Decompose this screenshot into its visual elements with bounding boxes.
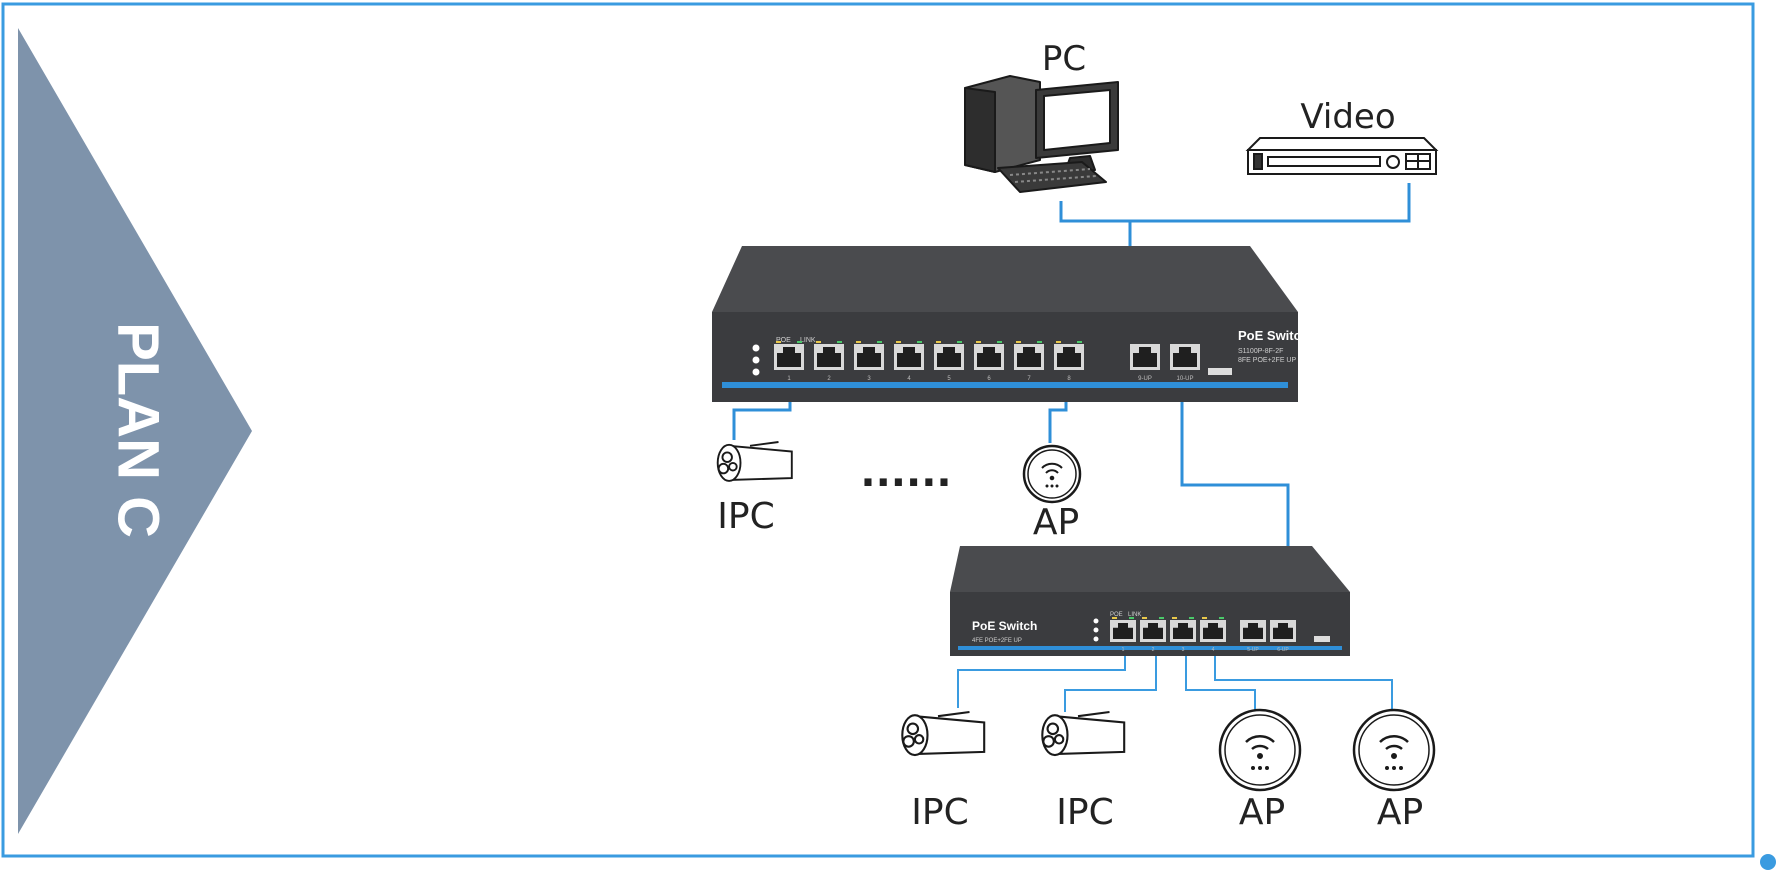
port-label: 7: [1027, 376, 1031, 382]
uplink-port: 9-UP: [1130, 344, 1160, 382]
video-recorder-icon: [1245, 137, 1439, 175]
main-switch-top: [712, 246, 1298, 312]
ip-camera-icon: [1041, 710, 1126, 757]
top-ipc-node: IPC: [716, 441, 793, 537]
connection-lines-thin: [957, 650, 1393, 712]
wifi-access-point-icon: [1218, 708, 1302, 792]
video-node: Video: [1245, 97, 1439, 175]
port-label: 10-UP: [1176, 376, 1193, 382]
poe-port: 5: [934, 341, 964, 382]
port-label: 5-UP: [1247, 647, 1259, 653]
port-label: 6: [987, 376, 991, 382]
sub-switch-header-poe: POE: [1110, 612, 1123, 618]
link-sub-p4: [1214, 650, 1393, 712]
link-sub-p3: [1185, 650, 1256, 712]
pc-label: PC: [1042, 39, 1086, 79]
port-label: 3: [867, 376, 871, 382]
poe-port: 6: [974, 341, 1004, 382]
sub-switch-name: PoE Switch: [972, 619, 1037, 633]
main-switch-name: PoE Switch: [1238, 328, 1309, 343]
uplink-port: 10-UP: [1170, 344, 1200, 382]
top-ipc-label: IPC: [717, 496, 774, 537]
bottom-ap-2-label: AP: [1377, 792, 1423, 833]
port-label: 2: [1152, 647, 1155, 653]
port-label: 8: [1067, 376, 1071, 382]
bottom-ap-1-node: AP: [1218, 708, 1302, 833]
port-label: 6-UP: [1277, 647, 1289, 653]
sub-poe-switch: PoE Switch 4FE POE+2FE UP POE LINK 1 2 3 4 5…: [950, 546, 1350, 656]
main-switch-spec: 8FE POE+2FE UP: [1238, 357, 1296, 364]
poe-port: 8: [1054, 341, 1084, 382]
main-switch-leds: [752, 344, 760, 376]
bottom-ap-1-label: AP: [1239, 792, 1285, 833]
bottom-ipc-2-node: IPC: [1041, 710, 1126, 833]
plan-chevron: [18, 28, 252, 834]
port-label: 2: [827, 376, 831, 382]
poe-port: 1: [774, 341, 804, 382]
port-label: 4: [907, 376, 911, 382]
link-pc-video: [1059, 183, 1411, 223]
sub-switch-top: [950, 546, 1350, 592]
uplink-port: 5-UP: [1240, 620, 1266, 653]
port-label: 9-UP: [1138, 376, 1152, 382]
poe-port: 3: [854, 341, 884, 382]
desktop-computer-icon: [964, 75, 1119, 193]
poe-port: 2: [1140, 617, 1166, 653]
poe-port: 3: [1170, 617, 1196, 653]
sub-switch-leds: [1093, 618, 1099, 642]
port-label: 4: [1212, 647, 1215, 653]
pc-node: PC: [964, 39, 1119, 193]
ip-camera-icon: [901, 710, 986, 757]
bottom-ipc-1-label: IPC: [911, 792, 968, 833]
top-ap-label: AP: [1033, 502, 1079, 543]
poe-port: 4: [894, 341, 924, 382]
diagram-frame: [1, 2, 1755, 858]
bottom-ipc-1-node: IPC: [901, 710, 986, 833]
link-sub-p1: [957, 650, 1126, 708]
sub-switch-blue-strip: [958, 646, 1342, 650]
port-label: 5: [947, 376, 951, 382]
uplink-port: 6-UP: [1270, 620, 1296, 653]
wifi-access-point-icon: [1352, 708, 1436, 792]
port-label: 1: [1122, 647, 1125, 653]
poe-port: 7: [1014, 341, 1044, 382]
frame-corner-dot: [1760, 854, 1776, 870]
port-label: 1: [787, 376, 791, 382]
main-switch-dip: [1208, 368, 1232, 375]
sub-switch-header-link: LINK: [1128, 612, 1141, 618]
top-ap-node: AP: [1022, 444, 1082, 543]
plan-label: PLAN C: [106, 322, 171, 538]
wifi-access-point-icon: [1022, 444, 1082, 504]
main-switch-header-poe: POE: [776, 337, 791, 344]
main-switch-ports: 1 2 3 4 5 6 7 8 9-UP 10-UP: [774, 341, 1200, 382]
sub-switch-ports: 1 2 3 4 5-UP 6-UP: [1110, 617, 1296, 653]
port-label: 3: [1182, 647, 1185, 653]
main-switch-blue-strip: [722, 382, 1288, 388]
poe-port: 2: [814, 341, 844, 382]
sub-switch-spec: 4FE POE+2FE UP: [972, 638, 1022, 644]
main-switch-model: S1100P-8F-2F: [1238, 348, 1283, 355]
poe-port: 1: [1110, 617, 1136, 653]
video-label: Video: [1300, 97, 1395, 137]
ip-camera-icon: [716, 441, 793, 482]
link-sub-p2: [1064, 650, 1157, 712]
sub-switch-dip: [1314, 636, 1330, 642]
poe-port: 4: [1200, 617, 1226, 653]
bottom-ipc-2-label: IPC: [1056, 792, 1113, 833]
bottom-ap-2-node: AP: [1352, 708, 1436, 833]
ellipsis: ......: [860, 450, 951, 496]
main-poe-switch: POE LINK 1 2 3 4 5 6 7 8 9-UP 10-UP PoE Switch S1…: [712, 246, 1309, 402]
main-switch-header-link: LINK: [800, 337, 816, 344]
